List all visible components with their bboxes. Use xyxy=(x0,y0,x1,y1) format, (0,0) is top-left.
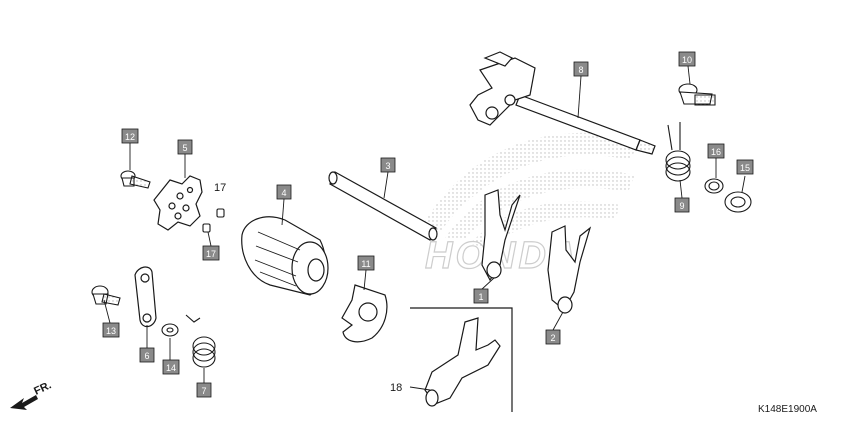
callout-17-bottom-label: 17 xyxy=(206,249,216,259)
shift-fork-18 xyxy=(424,317,501,407)
front-direction-arrow: FR. xyxy=(10,379,53,410)
washer-14 xyxy=(161,323,179,337)
callout-3-label: 3 xyxy=(385,161,390,171)
callout-16: 16 xyxy=(707,143,725,159)
callout-2: 2 xyxy=(545,329,561,345)
callout-14: 14 xyxy=(162,359,180,375)
dowel-pins-17 xyxy=(202,208,225,233)
callout-11-label: 11 xyxy=(361,259,370,269)
star-plate-5 xyxy=(153,175,203,231)
stopper-arm-6 xyxy=(134,266,157,328)
fork-shaft-3 xyxy=(328,171,438,241)
callout-9-label: 9 xyxy=(679,201,684,211)
callout-17-bottom: 17 xyxy=(202,245,220,261)
callout-9: 9 xyxy=(674,197,690,213)
callout-3: 3 xyxy=(380,157,396,173)
callout-1-label: 1 xyxy=(478,292,483,302)
bolt-12 xyxy=(120,170,151,189)
callout-8: 8 xyxy=(573,61,589,77)
callout-13: 13 xyxy=(102,322,120,338)
spring-7 xyxy=(185,314,216,368)
callout-1: 1 xyxy=(473,288,489,304)
callout-7-label: 7 xyxy=(201,386,206,396)
gearshift-spindle xyxy=(469,51,656,155)
snap-ring-16 xyxy=(704,178,724,194)
callout-14-label: 14 xyxy=(166,363,176,373)
bolt-13 xyxy=(91,285,121,306)
front-direction-label: FR. xyxy=(32,379,53,397)
spring-9 xyxy=(665,122,691,182)
inset-frame xyxy=(410,307,513,412)
callout-13-label: 13 xyxy=(106,326,116,336)
leader-lines xyxy=(103,65,746,391)
callout-5: 5 xyxy=(177,139,193,155)
callout-11: 11 xyxy=(357,255,375,271)
callout-4-label: 4 xyxy=(281,188,286,198)
honda-watermark: HONDA xyxy=(420,132,640,278)
callout-15-label: 15 xyxy=(740,163,750,173)
callout-8-label: 8 xyxy=(578,65,583,75)
bolt-10 xyxy=(678,83,716,106)
callout-16-label: 16 xyxy=(711,147,721,157)
callout-15: 15 xyxy=(736,159,754,175)
shift-fork-1 xyxy=(481,189,521,282)
callout-12-label: 12 xyxy=(125,132,135,142)
diagram-code: K148E1900A xyxy=(758,404,817,415)
callout-6-label: 6 xyxy=(144,351,149,361)
shift-fork-2 xyxy=(547,225,592,314)
callout-5-label: 5 xyxy=(182,143,187,153)
callout-7: 7 xyxy=(196,382,212,398)
callout-10-label: 10 xyxy=(682,55,692,65)
plate-11 xyxy=(341,284,388,343)
callout-4: 4 xyxy=(276,184,292,200)
callout-2-label: 2 xyxy=(550,333,555,343)
callout-17-top-label: 17 xyxy=(214,182,226,194)
washer-15 xyxy=(724,191,752,213)
callout-10: 10 xyxy=(678,51,696,67)
callout-12: 12 xyxy=(121,128,139,144)
callout-6: 6 xyxy=(139,347,155,363)
callout-18: 18 xyxy=(390,382,402,394)
callout-18-label: 18 xyxy=(390,382,402,394)
callout-17-top: 17 xyxy=(214,182,226,194)
shift-drum-4 xyxy=(241,216,329,296)
